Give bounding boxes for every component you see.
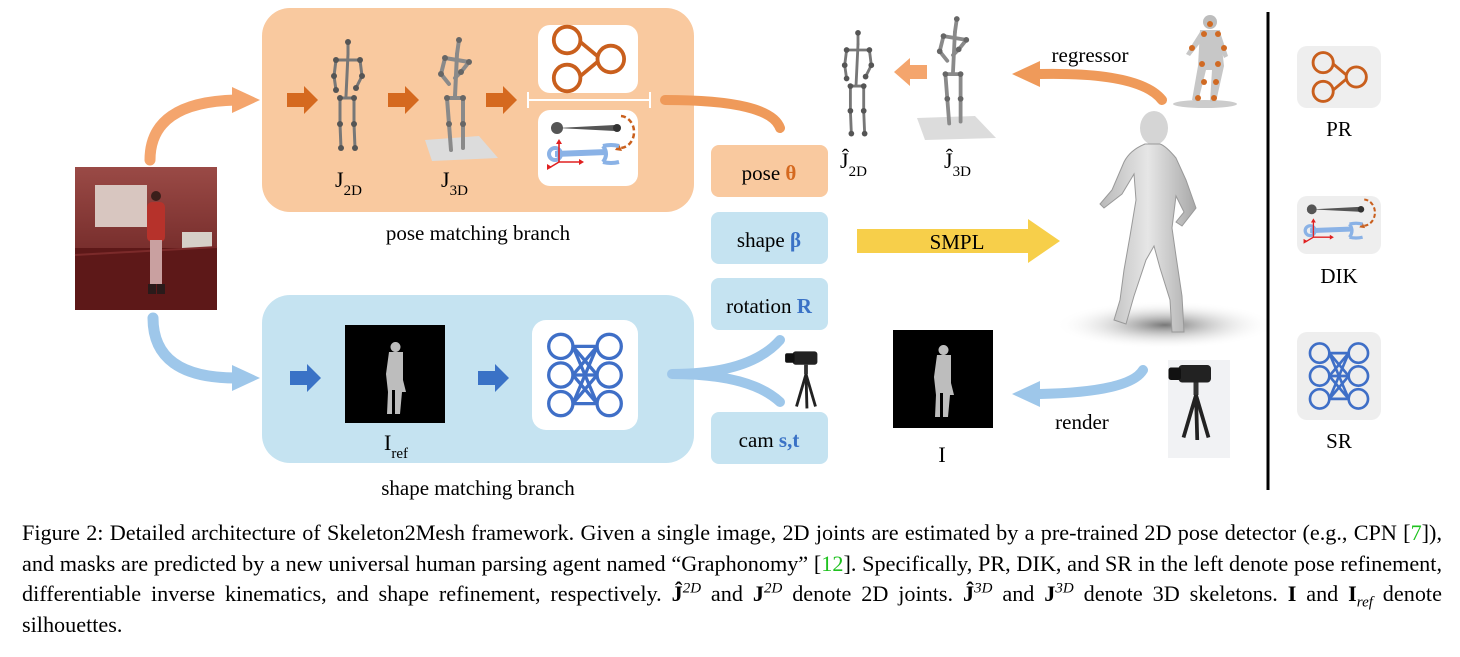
pose-branch-label: pose matching branch [386, 221, 571, 245]
pose-param-box: pose θ [711, 145, 828, 197]
regressor-label: regressor [1052, 43, 1129, 67]
pr-dik-bracket [527, 92, 651, 108]
legend-dik: DIK [1297, 196, 1381, 288]
rendered-silhouette [893, 330, 993, 428]
rotation-param-box: rotation R [711, 278, 828, 330]
pose-arrow-1 [287, 86, 318, 114]
smpl-body-mesh [1055, 111, 1275, 349]
iref-label: Iref [384, 430, 408, 462]
j2d-label: J2D [335, 167, 362, 199]
render-label: render [1055, 410, 1109, 434]
small-camera-icon [783, 349, 819, 410]
input-image [74, 167, 218, 310]
to-shape-branch-arrow [147, 312, 242, 384]
pr-module-box [538, 25, 638, 93]
pose-to-param-arrow [660, 95, 785, 133]
svg-text:SR: SR [1326, 429, 1352, 453]
legend-pr: PR [1297, 46, 1381, 141]
svg-text:PR: PR [1326, 117, 1352, 141]
j3d-label: J3D [441, 167, 468, 199]
to-pose-branch-arrowhead [232, 87, 260, 113]
render-arrowhead [1012, 381, 1040, 407]
hat-skeleton-2d [840, 28, 876, 138]
3d-to-2d-arrow [894, 58, 927, 86]
smpl-label: SMPL [930, 230, 985, 254]
architecture-diagram: J2D J3D pose matching branch Iref shape … [74, 8, 1381, 500]
pose-arrow-3 [486, 86, 517, 114]
svg-text:cam s,t: cam s,t [739, 428, 800, 452]
hat-skeleton-3d [917, 14, 996, 140]
svg-text:rotation R: rotation R [726, 294, 813, 318]
shape-param-box: shape β [711, 212, 828, 264]
citation-link-12[interactable]: 12 [821, 550, 844, 576]
pose-arrow-2 [388, 86, 419, 114]
smpl-arrow [857, 219, 1060, 263]
shape-to-param-arrow [667, 335, 785, 407]
citation-link-7[interactable]: 7 [1410, 520, 1422, 545]
j3d-hat-label: Ĵ3D [944, 148, 971, 180]
mesh-with-joints-thumbnail [1173, 15, 1237, 108]
cam-param-box: cam s,t [711, 412, 828, 464]
svg-text:shape β: shape β [737, 228, 801, 252]
shape-arrow-2 [478, 364, 509, 392]
render-arrow [1035, 365, 1148, 399]
skeleton-3d [425, 35, 498, 161]
legend-sr: SR [1297, 332, 1381, 453]
shape-branch-label: shape matching branch [381, 476, 575, 500]
ref-silhouette [345, 325, 445, 423]
silhouette-label: I [938, 442, 945, 467]
to-shape-branch-arrowhead [232, 365, 260, 391]
figure-caption: Figure 2: Detailed architecture of Skele… [22, 520, 1442, 637]
to-pose-branch-arrow [144, 94, 242, 166]
shape-arrow-1 [290, 364, 321, 392]
render-camera-photo [1166, 360, 1230, 458]
svg-text:pose θ: pose θ [742, 161, 797, 185]
regressor-arrowhead [1012, 61, 1040, 87]
svg-text:DIK: DIK [1320, 264, 1357, 288]
j2d-hat-label: Ĵ2D [840, 148, 867, 180]
regressor-arrow [1035, 68, 1167, 105]
